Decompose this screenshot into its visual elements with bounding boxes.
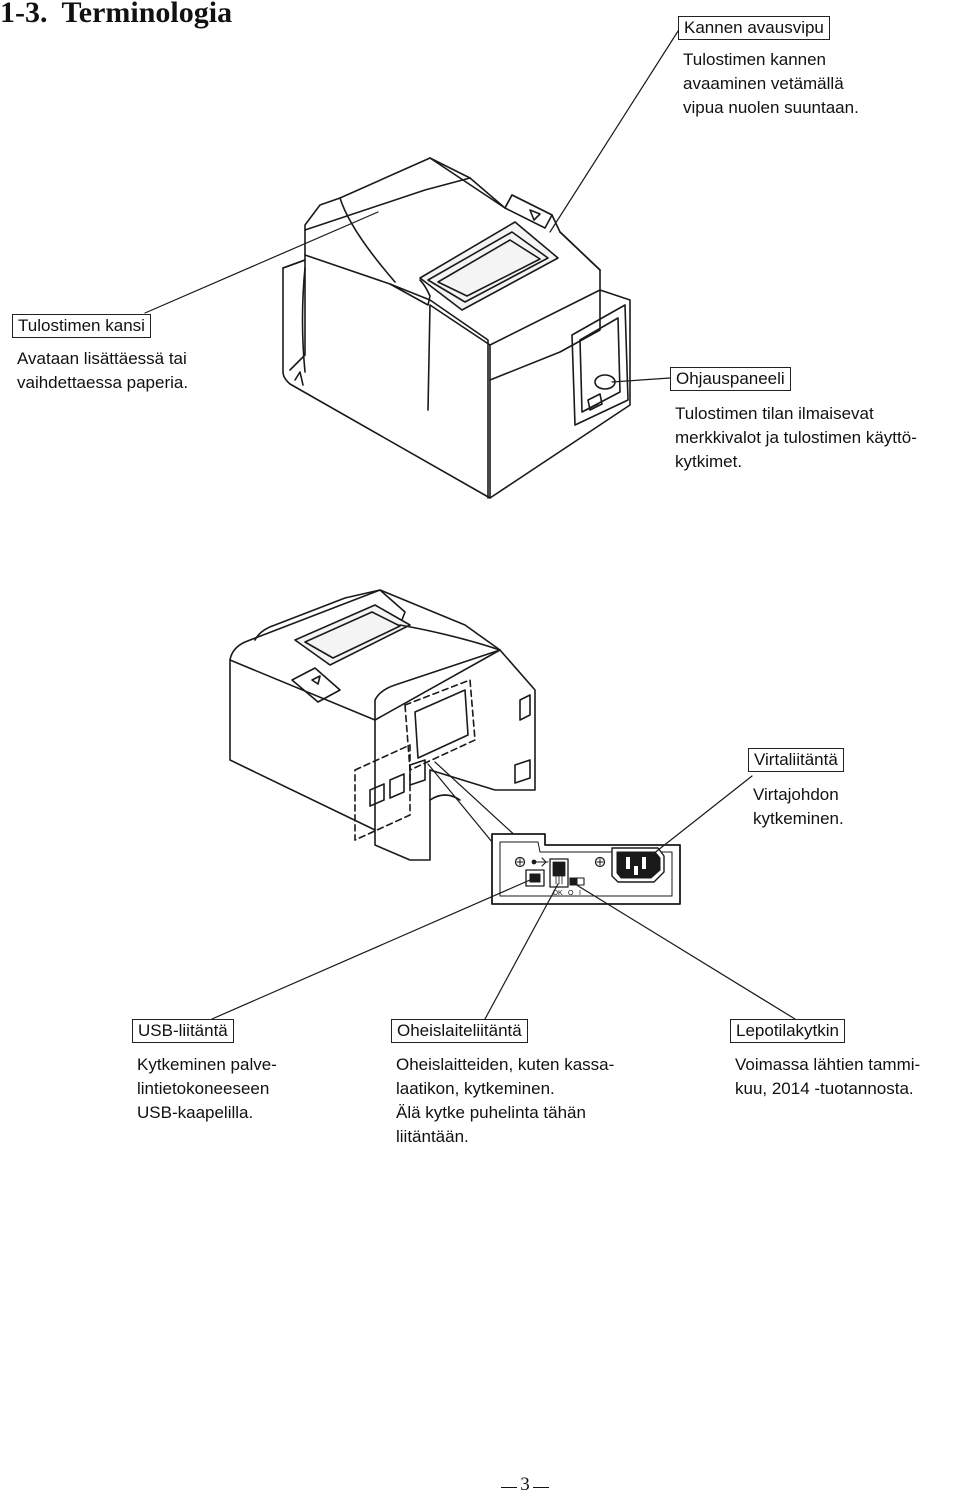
interface-panel-illustration — [491, 833, 681, 905]
peripheral-port-description: Oheislaitteiden, kuten kassa- laatikon, … — [396, 1055, 615, 1146]
off-mark: O — [568, 890, 574, 897]
control-panel-description: Tulostimen tilan ilmaisevat merkkivalot … — [675, 404, 917, 471]
printer-cover-description: Avataan lisättäessä tai vaihdettaessa pa… — [17, 349, 189, 392]
page-number: 3 — [495, 1474, 555, 1496]
peripheral-port-label: Oheislaiteliitäntä — [391, 1019, 528, 1043]
dk-mark: DK — [553, 890, 563, 897]
sleep-switch-description: Voimassa lähtien tammi- kuu, 2014 -tuota… — [735, 1055, 921, 1098]
usb-port-description: Kytkeminen palve- lintietokoneeseen USB-… — [137, 1055, 277, 1122]
power-inlet-description: Virtajohdon kytkeminen. — [753, 785, 844, 828]
usb-port-label: USB-liitäntä — [132, 1019, 234, 1043]
section-heading: 1-3. Terminologia — [0, 0, 232, 30]
power-inlet-label: Virtaliitäntä — [748, 748, 844, 772]
sleep-switch-label: Lepotilakytkin — [730, 1019, 846, 1043]
cover-lever-description: Tulostimen kannen avaaminen vetämällä vi… — [683, 50, 859, 117]
cover-lever-label: Kannen avausvipu — [678, 16, 830, 40]
section-number: 1-3. — [0, 0, 48, 29]
control-panel-label: Ohjauspaneeli — [670, 367, 791, 391]
printer-cover-label: Tulostimen kansi — [12, 314, 151, 338]
section-title: Terminologia — [61, 0, 233, 29]
on-mark: I — [579, 890, 581, 897]
printer-rear-illustration — [229, 589, 536, 861]
printer-front-illustration — [282, 157, 631, 499]
